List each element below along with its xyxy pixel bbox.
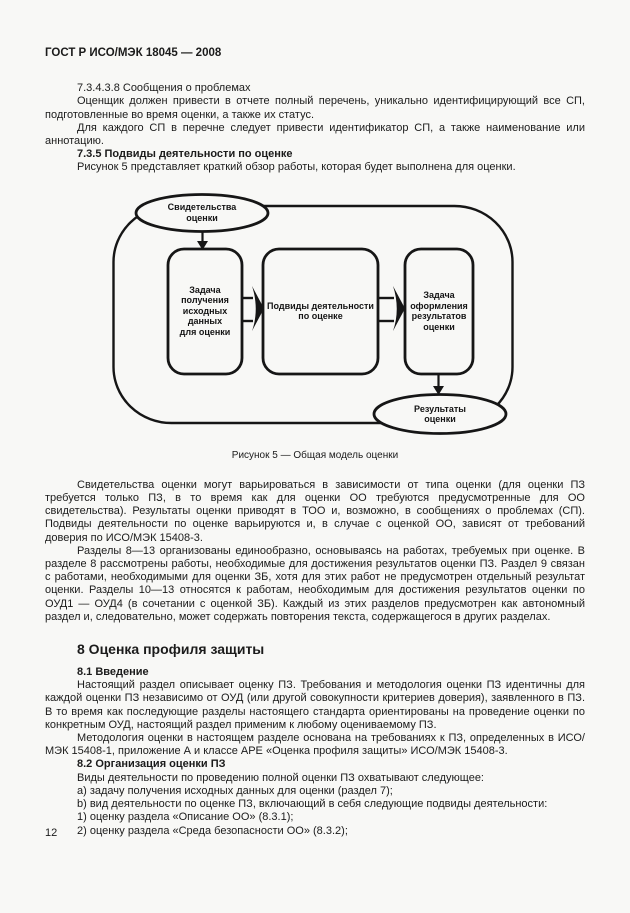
document-title: ГОСТ Р ИСО/МЭК 18045 — 2008 bbox=[45, 47, 222, 59]
list-item-a: a) задачу получения исходных данных для … bbox=[77, 784, 393, 797]
paragraph-8-2-intro: Виды деятельности по проведению полной о… bbox=[77, 771, 484, 784]
list-item-1: 1) оценку раздела «Описание ОО» (8.3.1); bbox=[77, 811, 294, 824]
output-task-box-label: Задача оформления результатов оценки bbox=[410, 290, 468, 332]
paragraph-8-1-intro-1: Настоящий раздел описывает оценку ПЗ. Тр… bbox=[45, 679, 585, 731]
model-boundary-shape bbox=[112, 204, 514, 424]
section-8-1-title: 8.1 Введение bbox=[77, 666, 149, 679]
paragraph-problem-reports-2: Для каждого СП в перечне следует привест… bbox=[45, 121, 585, 148]
page-number: 12 bbox=[45, 827, 58, 839]
input-to-subactivities-arrow bbox=[241, 285, 264, 331]
list-item-b: b) вид деятельности по оценке ПЗ, включа… bbox=[77, 798, 548, 811]
section-7-3-4-3-8-title: 7.3.4.3.8 Сообщения о проблемах bbox=[77, 82, 251, 95]
results-arrow-head bbox=[433, 385, 444, 395]
input-task-box-shape bbox=[166, 247, 244, 376]
section-7-3-5-title: 7.3.5 Подвиды деятельности по оценке bbox=[77, 148, 293, 161]
subactivities-box-label: Подвиды деятельности по оценке bbox=[267, 300, 374, 322]
section-8-title: 8 Оценка профиля защиты bbox=[77, 641, 265, 658]
evidence-arrow-head bbox=[197, 240, 208, 250]
paragraph-figure-intro: Рисунок 5 представляет краткий обзор раб… bbox=[77, 161, 516, 174]
subactivities-to-output-arrow bbox=[379, 285, 405, 331]
evaluation-model-diagram bbox=[112, 192, 514, 435]
document-content: ГОСТ Р ИСО/МЭК 18045 — 2008 7.3.4.3.8 Со… bbox=[45, 47, 585, 838]
section-8-2-title: 8.2 Организация оценки ПЗ bbox=[77, 758, 226, 771]
list-item-2: 2) оценку раздела «Среда безопасности ОО… bbox=[77, 824, 348, 837]
figure-5-evaluation-model: Свидетельства оценки Задача получения ис… bbox=[0, 190, 630, 440]
figure-5-caption: Рисунок 5 — Общая модель оценки bbox=[231, 449, 399, 461]
evidence-ellipse-label: Свидетельства оценки bbox=[167, 202, 237, 223]
paragraph-problem-reports-1: Оценщик должен привести в отчете полный … bbox=[45, 95, 585, 121]
input-task-box-label: Задача получения исходных данных для оце… bbox=[179, 284, 231, 337]
results-ellipse-label: Результаты оценки bbox=[414, 403, 466, 425]
paragraph-sections-8-13: Разделы 8—13 организованы единообразно, … bbox=[45, 544, 585, 623]
subactivities-box-shape bbox=[261, 247, 380, 376]
paragraph-evidence-variation: Свидетельства оценки могут варьироваться… bbox=[45, 478, 585, 544]
results-ellipse-shape bbox=[372, 392, 508, 435]
paragraph-8-1-intro-2: Методология оценки в настоящем разделе о… bbox=[45, 732, 585, 758]
